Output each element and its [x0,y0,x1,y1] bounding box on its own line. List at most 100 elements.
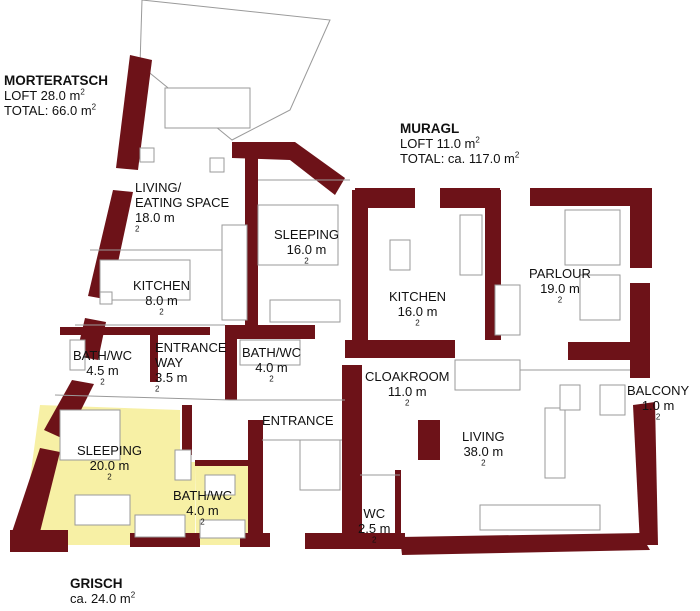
sup: 2 [475,135,480,145]
room-name: SLEEPING [77,443,143,458]
sup: 2 [304,256,309,266]
sup: 2 [107,472,112,482]
room-name: PARLOUR [529,266,591,281]
wall-east-2 [630,283,650,378]
room-name: LIVING [462,429,505,444]
sup: 2 [200,517,205,527]
sup: 2 [80,87,85,97]
room-area: 16.0 m [286,242,327,257]
wall-east-1 [630,188,652,268]
wall-int-14 [150,327,158,382]
room-area: 19.0 m [540,281,580,296]
wall-north-1 [355,188,415,208]
room-entrance: ENTRANCE [262,413,334,428]
unit-muragl: MURAGL LOFT 11.0 m2 TOTAL: ca. 117.0 m2 [400,121,519,166]
room-name: KITCHEN [389,289,447,304]
wall-int-11 [182,405,192,455]
wall-int-9 [342,365,362,540]
unit-muragl-name: MURAGL [400,121,460,136]
wall-int-16 [395,470,401,540]
wall-int-13 [60,327,210,335]
wall-int-5 [245,150,258,325]
furniture [59,87,626,539]
room-name: BATH/WC [173,488,232,503]
sup: 2 [655,412,661,422]
unit-grisch: GRISCH ca. 24.0 m2 [70,576,135,606]
room-name: WC [363,506,386,521]
unit-morteratsch-name: MORTERATSCH [4,73,108,88]
unit-muragl-total: TOTAL: ca. 117.0 m [400,151,515,166]
sup: 2 [91,102,97,112]
wall-south-1 [10,530,68,552]
room-name: BALCONY [627,383,690,398]
sup: 2 [159,307,164,317]
room-area: 1.0 m [641,398,675,413]
room-name: ENTRANCE [262,413,334,428]
room-name: LIVING/ EATING SPACE [135,180,230,210]
wall-int-12 [418,420,440,460]
wall-int-3 [345,340,455,358]
room-area: 2.5 m [358,521,391,536]
room-name: BATH/WC [73,348,132,363]
room-name: KITCHEN [133,278,191,293]
room-area: 20.0 m [89,458,130,473]
sup: 2 [372,535,377,545]
room-area: 3.5 m [155,370,188,385]
unit-morteratsch-total: TOTAL: 66.0 m [4,103,92,118]
room-area: 16.0 m [397,304,438,319]
wall-int-1 [352,190,368,340]
wall-west-5 [10,448,60,540]
wall-int-7 [225,325,315,339]
unit-morteratsch-loft: LOFT 28.0 m [4,88,81,103]
wall-south-4 [305,533,405,549]
sup: 2 [514,150,520,160]
sup: 2 [155,384,160,394]
room-area: 4.0 m [255,360,288,375]
wall-east-3 [633,402,658,545]
sup: 2 [481,458,486,468]
room-area: 11.0 m [387,384,427,399]
unit-muragl-loft: LOFT 11.0 m [400,136,476,151]
wall-int-8 [225,325,237,400]
sup: 2 [135,224,140,234]
wall-north-3 [530,188,650,206]
room-area: 8.0 m [145,293,178,308]
sup: 2 [405,398,410,408]
room-area: 38.0 m [463,444,504,459]
sup: 2 [100,377,105,387]
sup: 2 [130,590,136,600]
wall-int-6 [232,142,345,195]
unit-morteratsch: MORTERATSCH LOFT 28.0 m2 TOTAL: 66.0 m2 [4,73,108,118]
sup: 2 [557,295,563,305]
wall-int-10 [248,420,263,540]
sup: 2 [415,318,420,328]
room-area: 4.0 m [186,503,219,518]
wall-west [116,55,152,170]
room-name: SLEEPING [274,227,340,242]
wall-int-4 [568,342,633,360]
loft-outline [139,0,331,141]
room-name: ENTRANCE WAY [155,340,227,370]
wall-west-2 [88,190,133,300]
wall-int-15 [195,460,250,466]
room-name: BATH/WC [242,345,301,360]
wall-south-5 [400,533,650,555]
unit-grisch-area: ca. 24.0 m [70,591,131,606]
room-area: 4.5 m [86,363,119,378]
stairs [221,224,521,491]
room-name: CLOAKROOM [365,369,450,384]
